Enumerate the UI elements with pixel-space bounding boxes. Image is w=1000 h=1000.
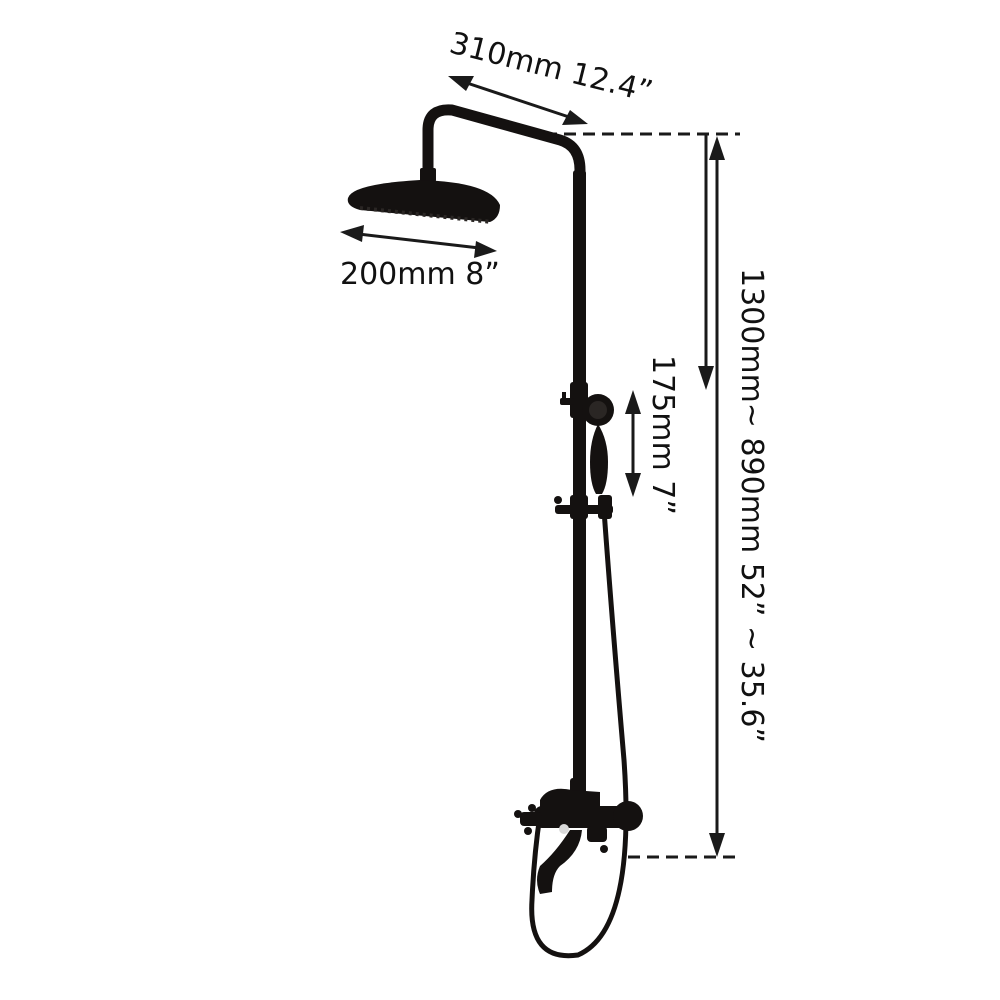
slide-range-dimension: 175mm 7” (625, 355, 680, 515)
shower-fixture (347, 104, 643, 959)
rain-shower-head (347, 168, 500, 224)
double-arrow-icon (625, 390, 641, 497)
mixer-valve (534, 778, 643, 834)
head-diameter-dimension: 200mm 8” (340, 225, 500, 292)
shower-hose (529, 509, 629, 959)
lower-slide-bracket (554, 495, 613, 519)
right-cross-handle (587, 826, 608, 853)
min-height-arrow-icon (698, 134, 714, 390)
tub-spout (537, 830, 582, 894)
slide-range-label: 175mm 7” (645, 355, 680, 515)
riser-pipe (573, 170, 586, 790)
head-diameter-label: 200mm 8” (340, 257, 500, 292)
double-arrow-icon (340, 225, 497, 258)
double-arrow-icon (448, 76, 588, 125)
total-height-dimension: 1300mm~ 890mm 52” ~ 35.6” (698, 134, 769, 857)
left-cross-handle (514, 804, 542, 835)
total-height-label: 1300mm~ 890mm 52” ~ 35.6” (734, 268, 769, 743)
max-height-arrow-icon (709, 136, 725, 857)
shower-arm (422, 104, 586, 184)
diverter-knob (559, 824, 569, 834)
arm-length-dimension: 310mm 12.4” (446, 26, 656, 125)
hand-shower (582, 394, 614, 494)
arm-length-label: 310mm 12.4” (446, 26, 656, 110)
